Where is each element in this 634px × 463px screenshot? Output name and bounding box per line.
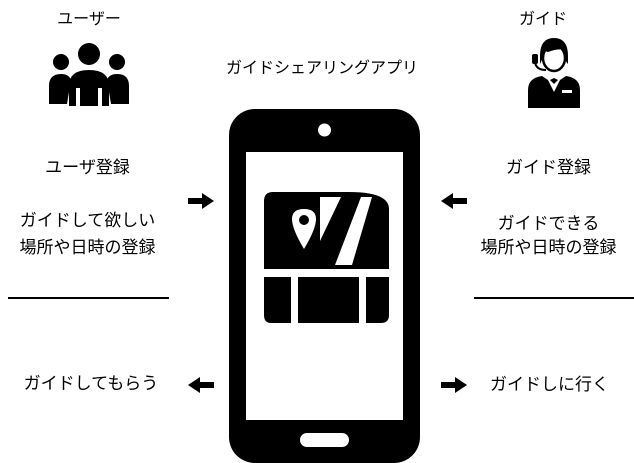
smartphone-icon: [229, 109, 420, 463]
guide-result-label: ガイドしに行く: [490, 375, 609, 395]
guide-register-label: ガイド登録: [506, 158, 591, 178]
right-divider: [474, 297, 634, 299]
guide-person-icon: [528, 38, 580, 108]
user-register-label: ユーザ登録: [45, 158, 130, 178]
app-title: ガイドシェアリングアプリ: [225, 58, 418, 77]
arrow-right-icon: [188, 193, 214, 209]
arrow-right-icon: [441, 377, 467, 393]
guide-heading: ガイド: [518, 9, 567, 28]
map-pin-icon: [264, 192, 389, 323]
guide-offer-line2: 場所や日時の登録: [480, 238, 617, 258]
arrow-left-icon: [441, 193, 467, 209]
user-heading: ユーザー: [57, 9, 121, 28]
user-result-label: ガイドしてもらう: [23, 374, 159, 394]
users-group-icon: [49, 43, 129, 106]
user-request-line2: 場所や日時の登録: [19, 238, 156, 258]
arrow-left-icon: [188, 377, 214, 393]
guide-offer-line1: ガイドできる: [497, 214, 600, 234]
left-divider: [8, 297, 169, 299]
user-request-line1: ガイドして欲しい: [19, 211, 156, 231]
